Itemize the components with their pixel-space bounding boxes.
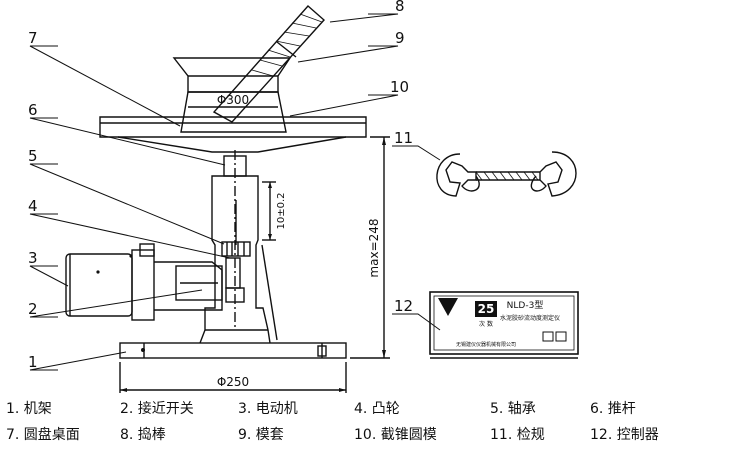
controller-maker: 无锡建仪仪器机械有限公司 <box>456 341 516 348</box>
controller-display-label: 次 数 <box>479 320 493 328</box>
legend-item: 1. 机架 <box>6 401 52 417</box>
tamping-rod <box>212 5 325 123</box>
legend-item: 2. 接近开关 <box>120 401 194 417</box>
controller-display: 25 <box>478 302 495 316</box>
legend-item: 10. 截锥圆模 <box>354 427 437 443</box>
callout-6: 6 <box>28 101 38 119</box>
dimension-pan-diameter: Φ300 <box>217 93 249 107</box>
callout-12: 12 <box>394 297 413 315</box>
callout-10: 10 <box>390 78 409 96</box>
callout-9: 9 <box>395 29 405 47</box>
motor <box>65 253 133 317</box>
parts-legend: 1. 机架 2. 接近开关 3. 电动机 4. 凸轮 5. 轴承 6. 推杆 7… <box>0 398 729 458</box>
bearing <box>221 241 251 257</box>
disc-table <box>99 116 367 153</box>
legend-item: 7. 圆盘桌面 <box>6 427 80 443</box>
legend-item: 3. 电动机 <box>238 401 298 417</box>
legend-item: 6. 推杆 <box>590 401 636 417</box>
callout-3: 3 <box>28 249 38 267</box>
callout-4: 4 <box>28 197 38 215</box>
legend-item: 12. 控制器 <box>590 427 659 443</box>
flow-table-drawing: 25 次 数 NLD-3型 水泥胶砂流动度测定仪 无锡建仪仪器机械有限公司 8 … <box>28 0 579 393</box>
callout-5: 5 <box>28 147 38 165</box>
legend-item: 11. 检规 <box>490 427 545 443</box>
base-plate <box>119 342 347 359</box>
legend-item: 4. 凸轮 <box>354 401 400 417</box>
controller-name: 水泥胶砂流动度测定仪 <box>500 314 560 322</box>
callout-1: 1 <box>28 353 38 371</box>
proximity-switch <box>175 265 223 301</box>
dimension-height: max=248 <box>367 218 381 277</box>
legend-row-2: 7. 圆盘桌面 8. 捣棒 9. 模套 10. 截锥圆模 11. 检规 12. … <box>0 424 729 448</box>
dimension-stroke: 10±0.2 <box>276 192 287 229</box>
motor-flange <box>131 249 155 321</box>
legend-item: 8. 捣棒 <box>120 427 166 443</box>
callout-7: 7 <box>28 29 38 47</box>
gauge <box>436 151 577 197</box>
dimension-base-diameter: Φ250 <box>217 375 249 389</box>
callout-11: 11 <box>394 129 413 147</box>
callout-2: 2 <box>28 300 38 318</box>
legend-item: 9. 模套 <box>238 427 284 443</box>
controller: 25 次 数 NLD-3型 水泥胶砂流动度测定仪 无锡建仪仪器机械有限公司 <box>429 291 579 359</box>
callout-8: 8 <box>395 0 405 15</box>
cam <box>225 257 241 289</box>
controller-model: NLD-3型 <box>507 300 544 311</box>
legend-item: 5. 轴承 <box>490 401 536 417</box>
legend-row-1: 1. 机架 2. 接近开关 3. 电动机 4. 凸轮 5. 轴承 6. 推杆 <box>0 398 729 422</box>
